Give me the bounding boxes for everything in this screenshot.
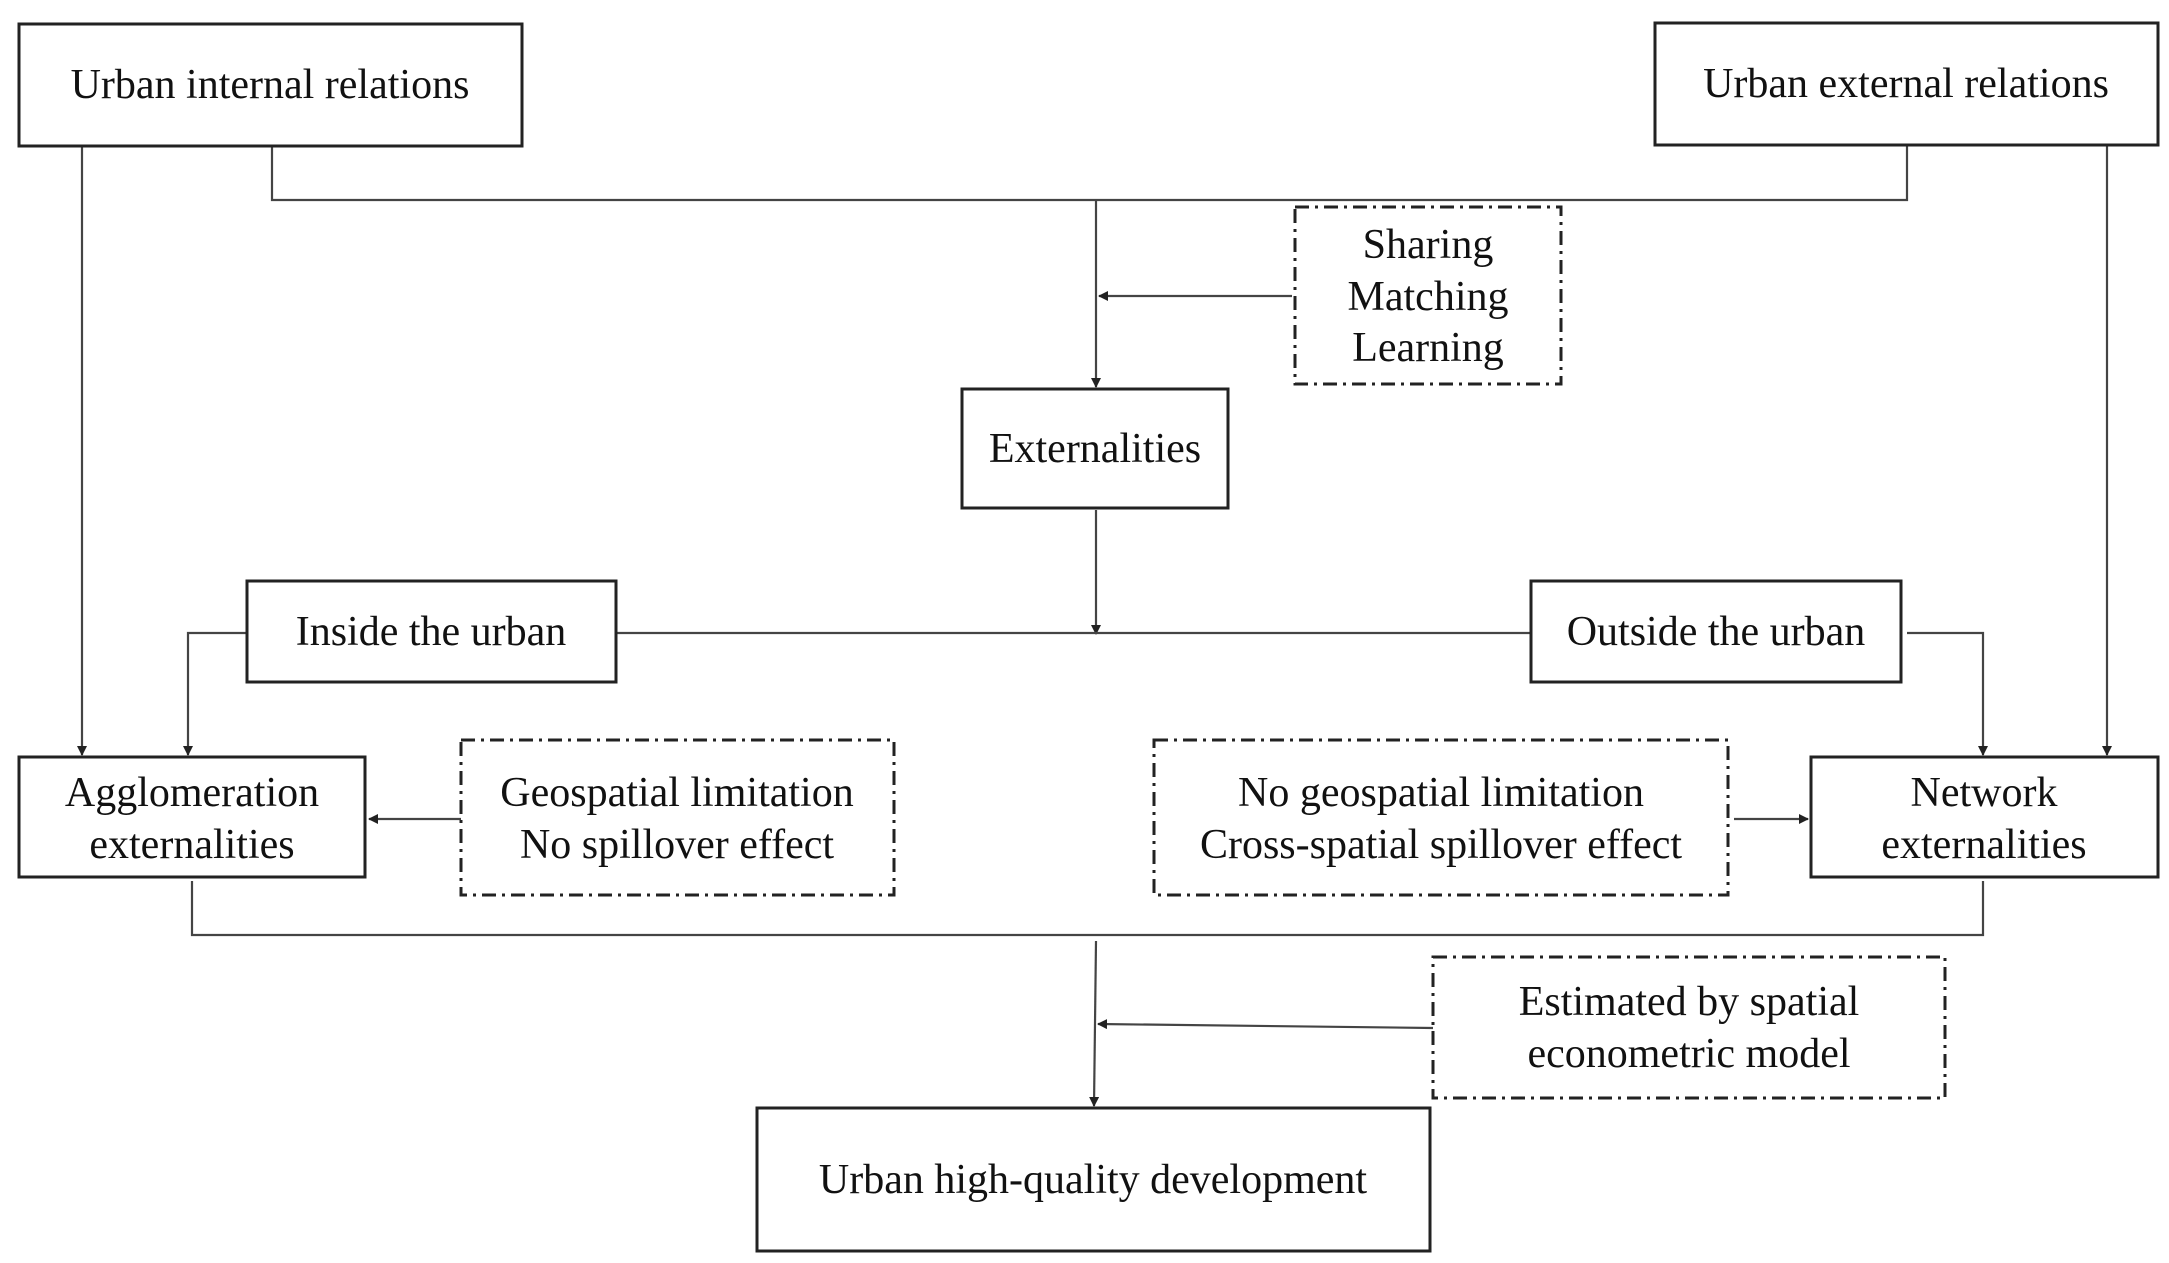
node-label-line: Estimated by spatial xyxy=(1519,979,1860,1025)
node-estimated-by-spatial-model: Estimated by spatial econometric model xyxy=(1431,955,1947,1100)
node-urban-high-quality-development: Urban high-quality development xyxy=(755,1106,1432,1253)
node-label-line: econometric model xyxy=(1527,1031,1850,1077)
node-no-geospatial-limitation: No geospatial limitation Cross-spatial s… xyxy=(1152,738,1730,897)
edge-outside-to-network xyxy=(1907,631,1988,756)
edges xyxy=(77,146,2112,1107)
edge-merge-to-development xyxy=(1089,940,1100,1107)
node-agglomeration-externalities: Agglomeration externalities xyxy=(17,755,367,879)
edge-external-to-merge xyxy=(1098,146,1909,202)
node-label-line: Cross-spatial spillover effect xyxy=(1200,822,1682,868)
node-label-line: Learning xyxy=(1352,325,1504,371)
edge-estimated-to-trunk xyxy=(1097,1019,1434,1030)
node-label: Urban high-quality development xyxy=(819,1157,1368,1203)
node-label-line: Network xyxy=(1911,770,2058,816)
edge-agglomeration-to-merge xyxy=(190,881,1098,937)
node-label-line: externalities xyxy=(89,822,294,868)
node-label: Urban internal relations xyxy=(71,62,470,108)
node-label-line: No spillover effect xyxy=(520,822,834,868)
edge-inside-to-agglomeration xyxy=(183,631,247,756)
edge-internal-to-merge xyxy=(270,146,1098,202)
node-externalities: Externalities xyxy=(960,387,1230,510)
edge-network-to-merge xyxy=(1098,881,1985,937)
node-label-line: Sharing xyxy=(1363,222,1494,268)
node-label-line: externalities xyxy=(1881,822,2086,868)
node-network-externalities: Network externalities xyxy=(1809,755,2160,879)
node-label-line: Matching xyxy=(1348,274,1509,320)
node-label: Urban external relations xyxy=(1703,61,2109,107)
node-label: Outside the urban xyxy=(1567,609,1866,655)
node-label-line: Agglomeration xyxy=(65,770,319,816)
node-geospatial-limitation: Geospatial limitation No spillover effec… xyxy=(459,738,896,897)
node-urban-internal-relations: Urban internal relations xyxy=(17,22,524,148)
node-label: Inside the urban xyxy=(296,609,567,655)
node-label-line: No geospatial limitation xyxy=(1238,770,1644,816)
node-urban-external-relations: Urban external relations xyxy=(1653,21,2160,147)
node-outside-the-urban: Outside the urban xyxy=(1529,579,1903,684)
node-inside-the-urban: Inside the urban xyxy=(245,579,618,684)
node-mechanisms: Sharing Matching Learning xyxy=(1293,205,1563,386)
node-label-line: Geospatial limitation xyxy=(500,770,853,816)
node-label: Externalities xyxy=(989,426,1201,472)
